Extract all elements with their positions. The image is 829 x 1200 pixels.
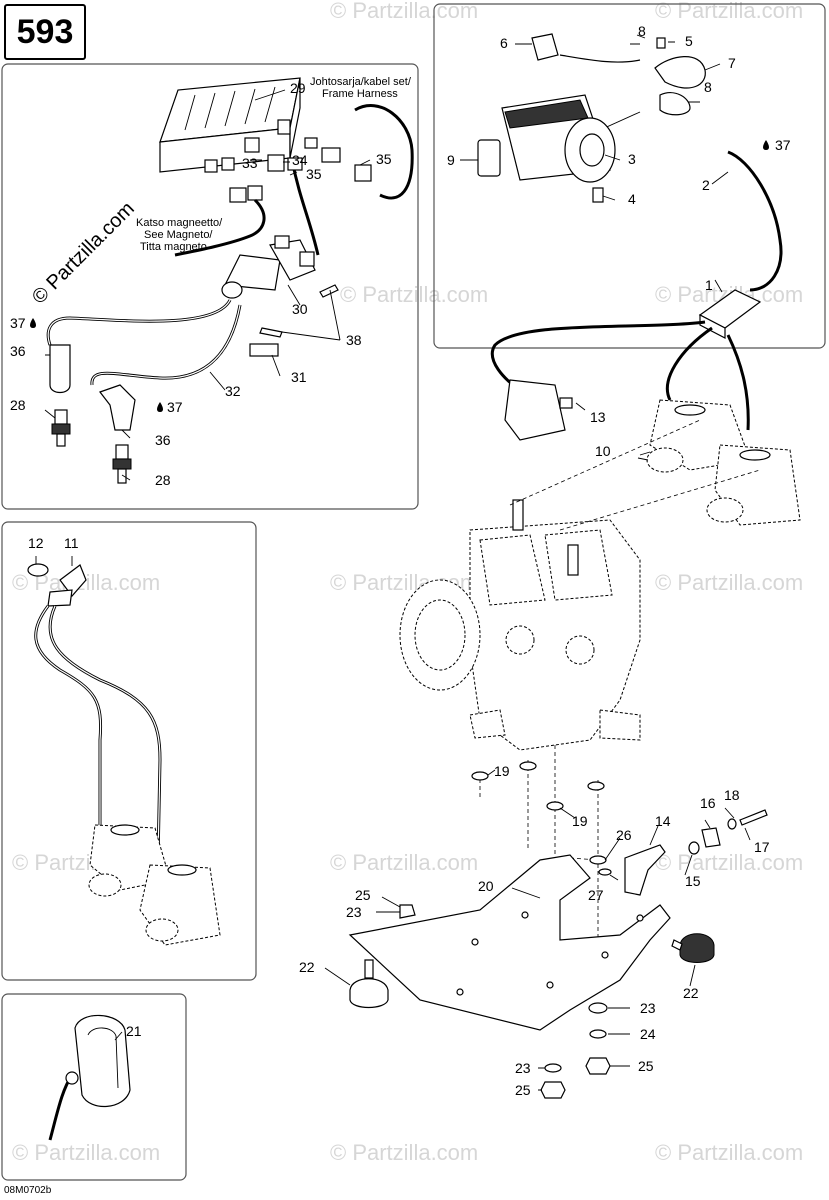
callouts: 29 33 34 35 35 30 38 31 32 37 36 28 37 3… (10, 23, 791, 1098)
engine-block (399, 499, 641, 751)
spark-plug-cap-left (49, 344, 71, 394)
callout-36a: 36 (10, 343, 26, 359)
fasteners-16-17-18 (688, 809, 768, 855)
oil-pump-sensor (504, 379, 573, 441)
watermark: © Partzilla.com (12, 1140, 160, 1165)
engine-mount-plate (348, 854, 671, 1031)
clamp-panel (1, 993, 187, 1181)
callout-19b: 19 (572, 813, 588, 829)
callout-34: 34 (292, 152, 308, 168)
carburetor-panel (1, 521, 257, 981)
callout-19a: 19 (494, 763, 510, 779)
callout-8a: 8 (638, 23, 646, 39)
bracket-14 (624, 844, 666, 896)
callout-15: 15 (685, 873, 701, 889)
connectors (229, 137, 372, 203)
junction-box (698, 289, 762, 339)
callout-28b: 28 (155, 472, 171, 488)
callout-25a: 25 (355, 887, 371, 903)
page-number: 593 (4, 4, 86, 60)
callout-3: 3 (628, 151, 636, 167)
watermark: © Partzilla.com (28, 198, 139, 309)
note-harness-line2: Frame Harness (322, 88, 398, 100)
throttle-body (477, 94, 616, 203)
drawing-reference: 08M0702b (4, 1185, 52, 1196)
ecu-module (159, 77, 301, 173)
sensor-panel (433, 3, 826, 349)
callout-7: 7 (728, 55, 736, 71)
rubber-mounts (349, 933, 715, 1009)
callout-24: 24 (640, 1026, 656, 1042)
watermark: © Partzilla.com (330, 1140, 478, 1165)
bolts (249, 284, 339, 357)
callout-32: 32 (225, 383, 241, 399)
watermark: © Partzilla.com (655, 1140, 803, 1165)
watermark: © Partzilla.com (340, 282, 488, 307)
callout-16: 16 (700, 795, 716, 811)
callout-26: 26 (616, 827, 632, 843)
callout-1: 1 (705, 277, 713, 293)
spark-plug-right (112, 444, 132, 484)
callout-10: 10 (595, 443, 611, 459)
callout-22a: 22 (299, 959, 315, 975)
callout-30: 30 (292, 301, 308, 317)
callout-31: 31 (291, 369, 307, 385)
callout-25c: 25 (515, 1082, 531, 1098)
watermark: © Partzilla.com (330, 0, 478, 23)
callout-20: 20 (478, 878, 494, 894)
callout-18: 18 (724, 787, 740, 803)
callout-6: 6 (500, 35, 508, 51)
carburetor-pair-right (646, 399, 801, 526)
note-magneto-line2: See Magneto/ (144, 229, 213, 241)
callout-14: 14 (655, 813, 671, 829)
callout-28a: 28 (10, 397, 26, 413)
watermark: © Partzilla.com (655, 0, 803, 23)
callout-37a: 37 (10, 315, 26, 331)
callout-12: 12 (28, 535, 44, 551)
callout-11: 11 (64, 535, 79, 551)
ignition-panel (1, 63, 419, 510)
callout-33: 33 (242, 155, 258, 171)
carburetor-pair-left (88, 824, 221, 946)
throttle-sensor (531, 33, 706, 116)
callout-27: 27 (588, 887, 604, 903)
callout-22b: 22 (683, 985, 699, 1001)
spark-plug-cap-right (99, 384, 136, 431)
callout-23c: 23 (515, 1060, 531, 1076)
note-see-magneto: Katso magneetto/ See Magneto/ Titta magn… (136, 217, 223, 253)
callout-23b: 23 (640, 1000, 656, 1016)
note-harness-line1: Johtosarja/kabel set/ (310, 76, 412, 88)
callout-2: 2 (702, 177, 710, 193)
callout-35b: 35 (376, 151, 392, 167)
note-magneto-line3: Titta magneto (140, 241, 207, 253)
oil-drop-icon (30, 140, 769, 412)
clamp-21 (48, 1014, 131, 1141)
note-magneto-line1: Katso magneetto/ (136, 217, 223, 229)
watermark: © Partzilla.com (655, 570, 803, 595)
callout-25b: 25 (638, 1058, 654, 1074)
callout-13: 13 (590, 409, 606, 425)
note-frame-harness: Johtosarja/kabel set/ Frame Harness (310, 76, 412, 100)
callout-38: 38 (346, 332, 362, 348)
callout-5: 5 (685, 33, 693, 49)
ignition-coil (221, 235, 316, 299)
oil-sensor-11-12 (27, 563, 87, 607)
callout-4: 4 (628, 191, 636, 207)
callout-17: 17 (754, 839, 770, 855)
callout-21: 21 (126, 1023, 142, 1039)
callout-37c: 37 (775, 137, 791, 153)
watermark: © Partzilla.com (655, 850, 803, 875)
washers-and-nuts (399, 761, 612, 1099)
spark-plug-left (51, 409, 71, 447)
callout-9: 9 (447, 152, 455, 168)
callout-37b: 37 (167, 399, 183, 415)
callout-29: 29 (290, 80, 306, 96)
callout-36b: 36 (155, 432, 171, 448)
callout-23a: 23 (346, 904, 362, 920)
callout-8b: 8 (704, 79, 712, 95)
watermark: © Partzilla.com (330, 850, 478, 875)
callout-35a: 35 (306, 166, 322, 182)
